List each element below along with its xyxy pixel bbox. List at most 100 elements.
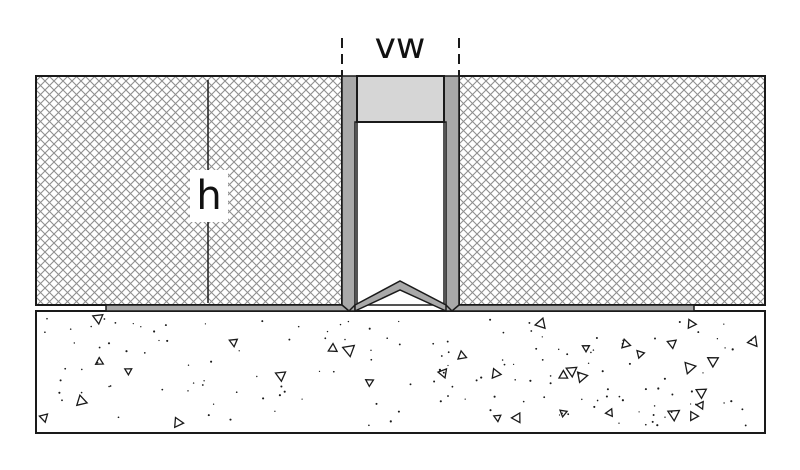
- aggregate-stone: [228, 338, 239, 348]
- aggregate-dot: [187, 390, 189, 392]
- aggregate-dot: [596, 399, 599, 402]
- aggregate-dot: [64, 367, 67, 370]
- aggregate-dot: [501, 359, 504, 361]
- aggregate-stone: [666, 409, 681, 423]
- aggregate-dot: [73, 342, 76, 344]
- aggregate-dot: [107, 342, 111, 345]
- aggregate-stone: [91, 313, 104, 326]
- aggregate-dot: [618, 395, 621, 398]
- aggregate-dot: [409, 383, 412, 386]
- aggregate-dot: [464, 398, 466, 400]
- aggregate-dot: [108, 385, 110, 388]
- left-base-plate: [105, 304, 356, 312]
- aggregate-dot: [161, 388, 164, 391]
- joint-cavity: [356, 121, 445, 306]
- aggregate-dot: [697, 331, 700, 334]
- aggregate-stone: [436, 367, 448, 380]
- aggregate-stone: [510, 411, 521, 424]
- aggregate-dot: [601, 370, 604, 373]
- aggregate-dot: [557, 348, 560, 351]
- aggregate-dot: [671, 393, 674, 396]
- aggregate-dot: [651, 420, 654, 423]
- aggregate-dot: [59, 379, 62, 382]
- aggregate-dot: [689, 403, 692, 405]
- aggregate-dot: [114, 321, 117, 324]
- aggregate-stone: [604, 407, 614, 418]
- aggregate-stone: [94, 356, 105, 365]
- aggregate-stone: [492, 414, 502, 423]
- h-label-background: [190, 170, 228, 222]
- aggregate-stone: [684, 361, 698, 375]
- aggregate-stone: [173, 416, 185, 429]
- aggregate-dot: [621, 342, 624, 345]
- aggregate-dot: [581, 398, 583, 401]
- aggregate-dot: [595, 336, 598, 340]
- aggregate-dot: [324, 337, 327, 340]
- aggregate-dot: [229, 418, 232, 421]
- aggregate-dot: [618, 422, 620, 424]
- aggregate-dot: [530, 330, 533, 332]
- right-profile-wall: [443, 75, 460, 313]
- aggregate-stone: [364, 379, 375, 388]
- aggregate-dot: [274, 410, 276, 412]
- aggregate-stone: [327, 342, 339, 353]
- aggregate-dot: [723, 402, 725, 404]
- aggregate-dot: [368, 327, 371, 330]
- h-label: h: [196, 173, 221, 219]
- aggregate-dot: [528, 321, 531, 324]
- aggregate-dot: [61, 399, 63, 402]
- aggregate-dot: [132, 323, 134, 325]
- aggregate-dot: [204, 323, 207, 325]
- aggregate-stone: [38, 413, 49, 424]
- aggregate-dot: [502, 331, 505, 334]
- aggregate-dot: [80, 391, 83, 394]
- aggregate-dot: [278, 394, 281, 397]
- aggregate-stone: [341, 344, 356, 358]
- aggregate-stone: [456, 349, 468, 360]
- aggregate-dot: [566, 353, 569, 356]
- aggregate-stone: [533, 316, 546, 330]
- concrete-substrate: [35, 310, 766, 434]
- aggregate-dot: [433, 380, 436, 383]
- aggregate-dot: [438, 368, 441, 371]
- aggregate-dot: [297, 325, 300, 328]
- aggregate-dot: [451, 385, 454, 388]
- aggregate-dot: [370, 349, 372, 352]
- aggregate-dot: [578, 373, 580, 375]
- aggregate-dot: [590, 351, 592, 354]
- aggregate-dot: [716, 338, 719, 340]
- aggregate-dot: [109, 385, 112, 387]
- aggregate-dot: [549, 382, 552, 385]
- aggregate-dot: [587, 362, 590, 365]
- aggregate-dot: [567, 413, 570, 416]
- aggregate-dot: [730, 400, 733, 403]
- aggregate-dot: [210, 360, 213, 363]
- aggregate-stone: [636, 349, 646, 360]
- aggregate-dot: [723, 323, 725, 325]
- aggregate-dot: [663, 377, 666, 380]
- aggregate-dot: [69, 328, 72, 330]
- aggregate-dot: [731, 348, 734, 351]
- aggregate-dot: [543, 396, 546, 399]
- aggregate-dot: [386, 337, 389, 340]
- aggregate-dot: [207, 414, 210, 417]
- aggregate-dot: [261, 320, 264, 323]
- aggregate-dot: [489, 409, 492, 412]
- aggregate-dot: [535, 347, 538, 350]
- aggregate-dot: [140, 326, 142, 328]
- aggregate-dot: [678, 320, 681, 324]
- aggregate-stone: [274, 371, 287, 383]
- aggregate-dot: [143, 352, 146, 354]
- aggregate-dot: [44, 331, 46, 334]
- aggregate-dot: [375, 402, 378, 405]
- left-profile-wall: [341, 75, 358, 313]
- aggregate-dot: [493, 395, 496, 398]
- aggregate-dot: [201, 384, 204, 386]
- aggregate-dot: [670, 411, 673, 413]
- aggregate-stone: [690, 410, 700, 422]
- aggregate-dot: [397, 410, 400, 413]
- aggregate-dot: [654, 337, 656, 340]
- aggregate-dot: [398, 343, 401, 346]
